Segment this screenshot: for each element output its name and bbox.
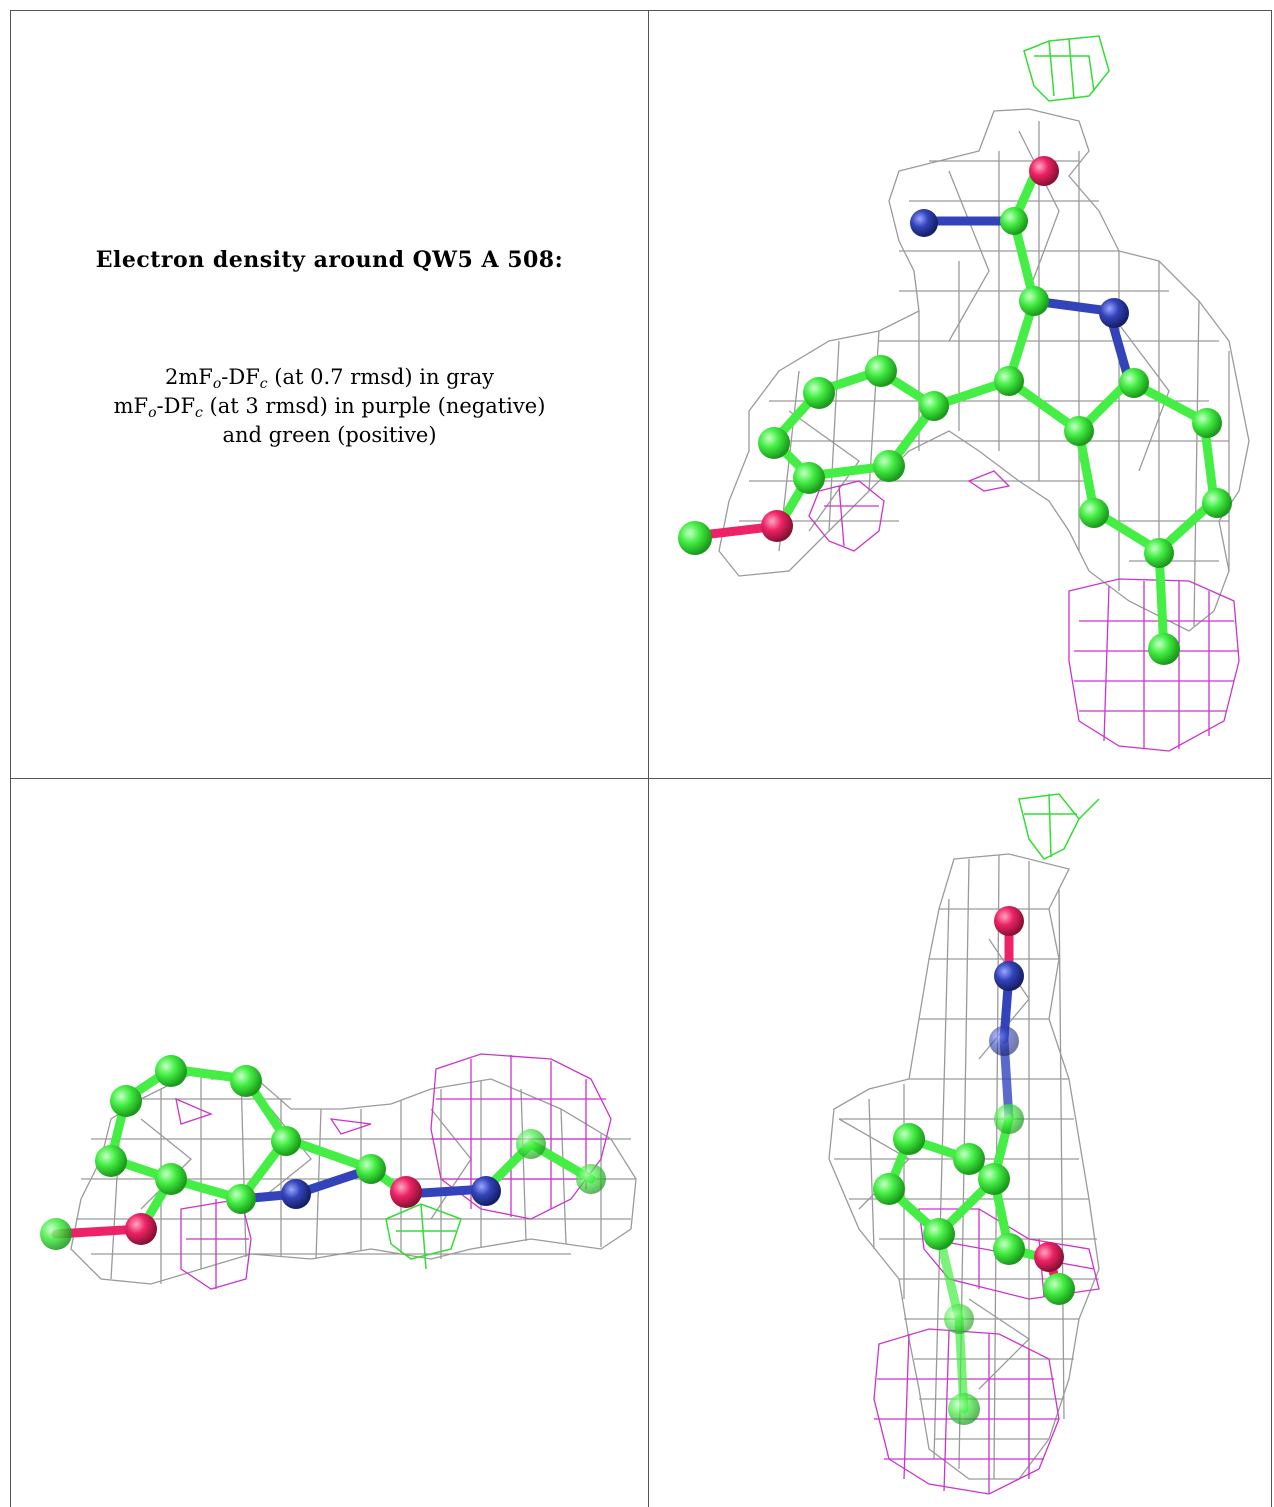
ligand-atoms — [678, 156, 1232, 665]
mesh-2fofc — [718, 108, 1250, 632]
legend-line-fofc: mFo-DFc (at 3 rmsd) in purple (negative) — [113, 394, 546, 421]
density-view-2 — [10, 778, 649, 1507]
density-render-1 — [678, 35, 1250, 752]
figure-title: Electron density around QW5 A 508: — [95, 247, 564, 273]
legend-line-2fofc: 2mFo-DFc (at 0.7 rmsd) in gray — [164, 365, 495, 392]
mesh-negative — [808, 470, 1240, 752]
mesh-negative — [873, 1208, 1100, 1495]
density-view-1 — [649, 10, 1272, 778]
caption-cell: Electron density around QW5 A 508: 2mFo-… — [10, 10, 649, 778]
density-view-3 — [649, 778, 1272, 1507]
ligand-atoms — [873, 906, 1075, 1425]
legend-line-colors: and green (positive) — [222, 423, 437, 447]
mesh-positive — [1018, 793, 1100, 860]
mesh-positive — [385, 1203, 462, 1270]
density-render-3 — [828, 793, 1100, 1495]
figure-legend: 2mFo-DFc (at 0.7 rmsd) in gray mFo-DFc (… — [11, 363, 648, 450]
ligand-atoms — [40, 1055, 606, 1250]
figure-grid: Electron density around QW5 A 508: 2mFo-… — [10, 10, 1272, 1507]
mesh-positive — [1023, 35, 1110, 102]
density-render-2 — [40, 1053, 637, 1290]
